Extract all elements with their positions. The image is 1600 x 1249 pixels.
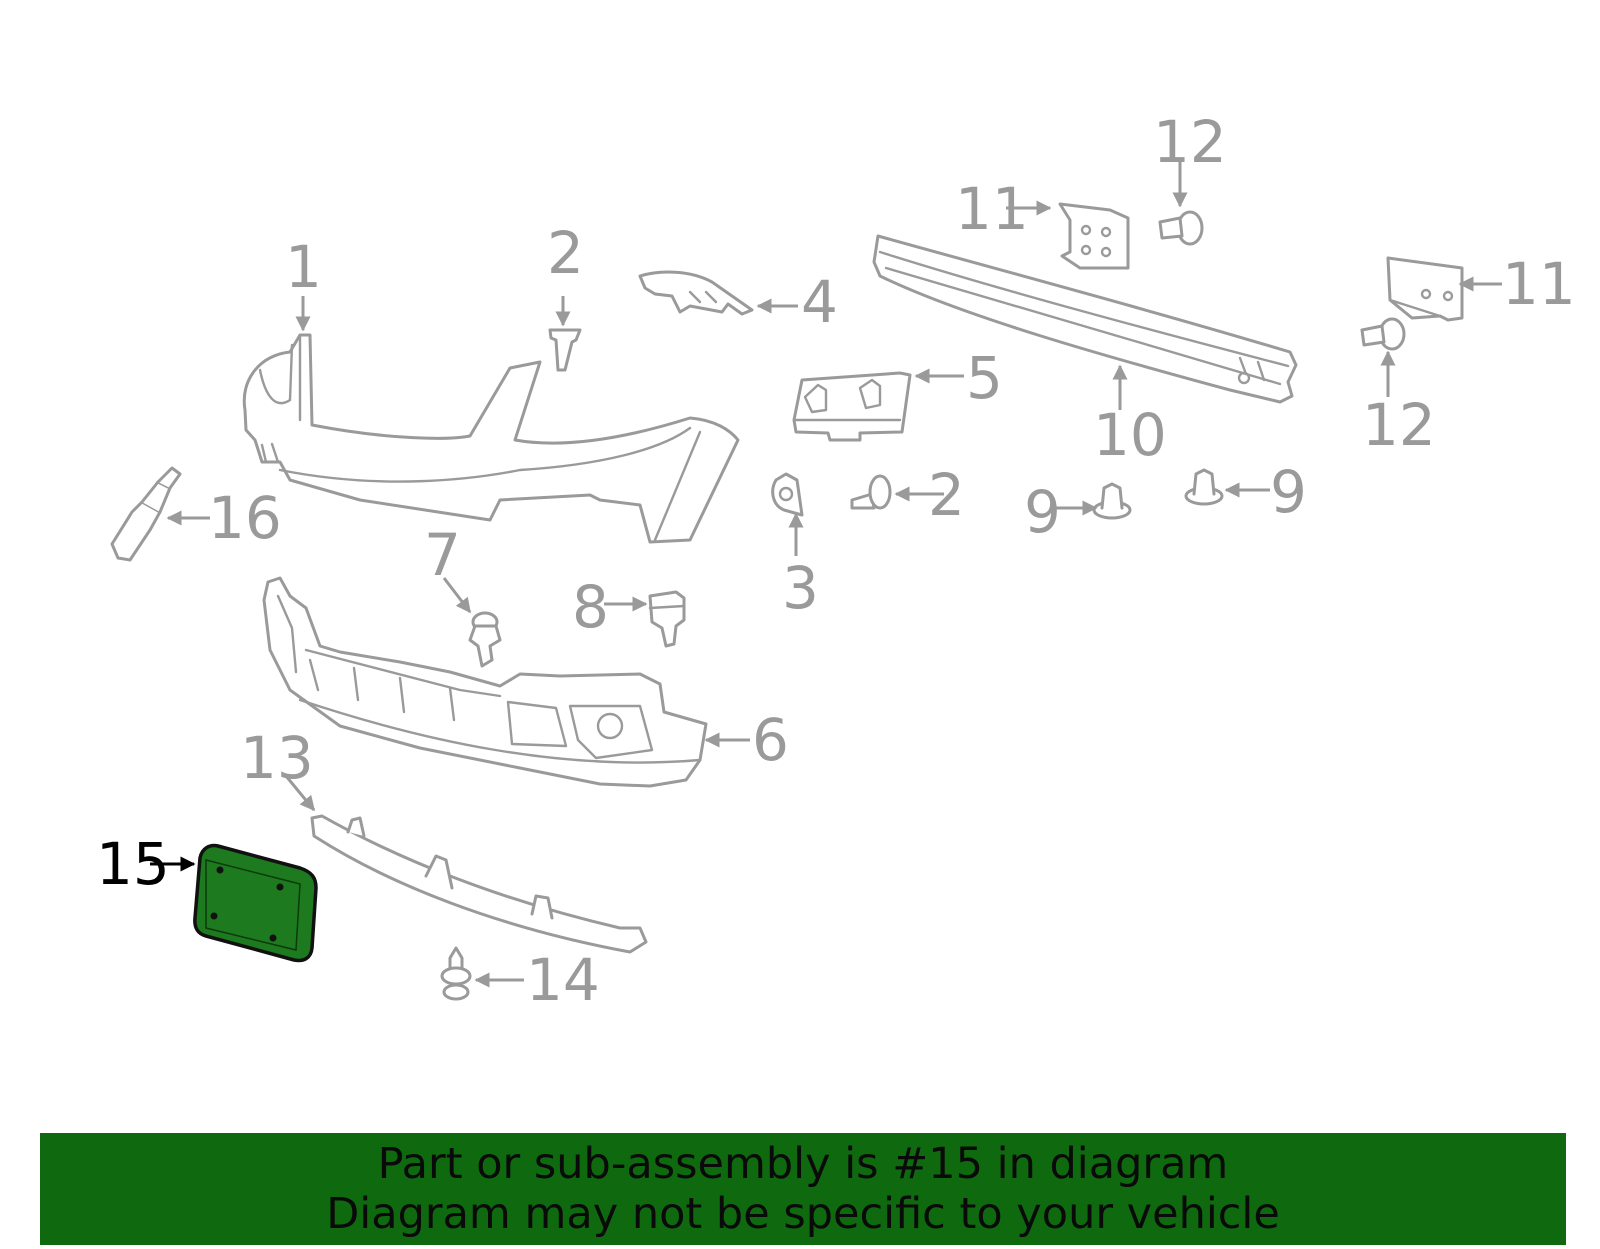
part-10-reinforcement-bar <box>872 234 1298 404</box>
part-12-bolt-upper <box>1158 210 1204 246</box>
part-13-strip <box>310 814 648 954</box>
callout-2-lower: 2 <box>928 461 965 529</box>
callout-leaders <box>150 160 1502 988</box>
part-5-bracket <box>792 371 912 442</box>
part-8-retainer <box>648 590 686 648</box>
callout-1: 1 <box>285 233 322 301</box>
banner-line-1: Part or sub-assembly is #15 in diagram <box>377 1139 1229 1189</box>
callout-16: 16 <box>208 484 282 552</box>
leader-13 <box>284 775 316 812</box>
part-11-bracket-right <box>1386 256 1464 322</box>
callout-7: 7 <box>424 521 461 589</box>
callout-11-upper: 11 <box>955 175 1029 243</box>
part-4-bracket <box>638 270 754 316</box>
callout-9-right: 9 <box>1270 458 1307 526</box>
part-7-retainer <box>468 611 502 668</box>
part-11-bracket-upper <box>1058 202 1130 270</box>
callout-15: 15 <box>96 830 170 898</box>
part-15-license-plate-bracket[interactable] <box>193 843 318 963</box>
info-banner: Part or sub-assembly is #15 in diagram D… <box>40 1133 1566 1245</box>
callout-6: 6 <box>752 706 789 774</box>
banner-line-2: Diagram may not be specific to your vehi… <box>326 1189 1280 1239</box>
callout-13: 13 <box>240 724 314 792</box>
part-3-clip <box>771 472 804 517</box>
part-12-bolt-right <box>1360 317 1406 351</box>
callout-12-right: 12 <box>1362 391 1436 459</box>
callout-5: 5 <box>966 344 1003 412</box>
leader-7 <box>442 577 472 614</box>
callout-3: 3 <box>782 554 819 622</box>
callout-11-right: 11 <box>1502 250 1576 318</box>
part-2-push-pin-upper <box>548 328 582 372</box>
callout-8: 8 <box>572 573 609 641</box>
part-9-push-pin-left <box>1092 482 1132 520</box>
part-9-push-pin-right <box>1184 468 1224 506</box>
callout-14: 14 <box>526 946 600 1014</box>
callout-9-left: 9 <box>1024 478 1061 546</box>
callout-2-upper: 2 <box>547 219 584 287</box>
part-6-lower-grille <box>262 576 708 788</box>
part-14-push-pin <box>440 946 472 1001</box>
part-1-bumper-cover <box>242 333 740 544</box>
callout-12-upper: 12 <box>1153 108 1227 176</box>
callout-10: 10 <box>1093 401 1167 469</box>
part-2-push-pin-lower <box>850 474 892 510</box>
callout-4: 4 <box>801 268 838 336</box>
callout-labels: 1 2 2 3 4 5 6 7 8 9 9 10 11 11 12 12 13 … <box>96 108 1576 1014</box>
part-16-sensor <box>110 466 182 562</box>
